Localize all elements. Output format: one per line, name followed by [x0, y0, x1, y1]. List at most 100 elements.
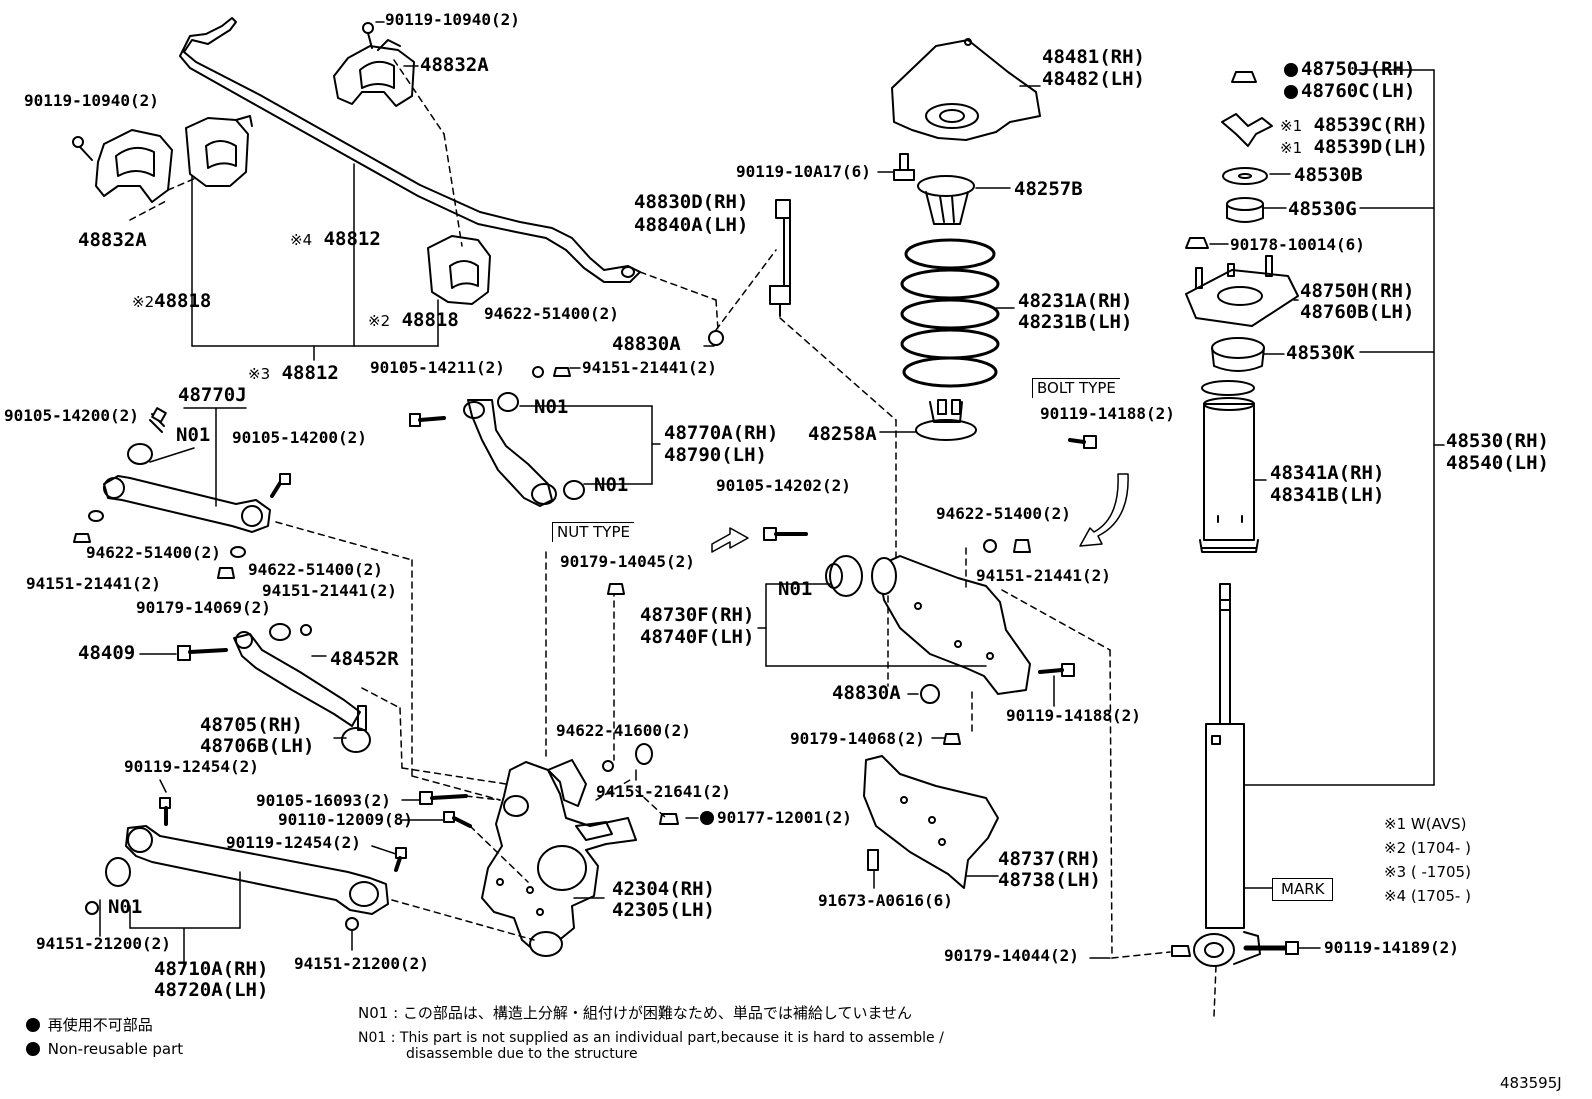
part-number: 48539D(LH): [1313, 136, 1428, 158]
part-label: 94622-41600(2): [556, 721, 691, 740]
part-label: 90178-10014(6): [1230, 235, 1365, 254]
part-label: 48341B(LH): [1270, 484, 1385, 506]
part-label: 90110-12009(8): [278, 810, 413, 829]
part-label: 48530(RH): [1446, 430, 1549, 452]
part-label: 48705(RH): [200, 714, 303, 736]
bolt-90119-10A17-drawing: [893, 153, 915, 181]
legend-text-jp: 再使用不可部品: [47, 1016, 153, 1034]
part-label: 90179-14045(2): [560, 552, 695, 571]
toe-link-leaders: [361, 687, 507, 785]
part-label: 48530B: [1294, 164, 1363, 186]
part-label: 48482(LH): [1042, 68, 1145, 90]
part-label: 48530G: [1288, 198, 1357, 220]
part-label: ※2 48818: [368, 311, 459, 330]
shock-brackets: [1243, 69, 1445, 889]
part-label: 90119-12454(2): [226, 833, 361, 852]
part-label: 94622-51400(2): [86, 543, 221, 562]
part-label: ※3 48812: [248, 364, 339, 383]
part-label: 94622-51400(2): [484, 304, 619, 323]
part-label: 48231B(LH): [1018, 311, 1133, 333]
part-label: 48832A: [420, 54, 489, 76]
part-label: 91673-A0616(6): [818, 891, 953, 910]
part-label: 94151-21441(2): [26, 574, 161, 593]
lower-arm-48730F-drawing: [607, 435, 1097, 745]
bolt-type-arrow: [1079, 473, 1129, 547]
part-label: ※1 48539C(RH): [1280, 116, 1428, 135]
part-label: 48258A: [808, 423, 877, 445]
knuckle-leaders: [275, 521, 667, 941]
part-label: 48770J: [178, 384, 247, 406]
variant-marker: ※3: [248, 365, 271, 383]
part-label: 90105-14200(2): [4, 406, 139, 425]
part-label: 48257B: [1014, 178, 1083, 200]
part-label: 48770A(RH): [664, 422, 779, 444]
diagram-id-code: 483595J: [1500, 1074, 1562, 1092]
upper-support-drawing: [891, 38, 1041, 141]
part-label: 48737(RH): [998, 848, 1101, 870]
part-label: 90105-14202(2): [716, 476, 851, 495]
lower-arm-48730F-leaders: [887, 419, 1217, 1017]
part-label: 48706B(LH): [200, 735, 315, 757]
stabilizer-link-drawing: [708, 199, 791, 346]
part-label: 90119-14188(2): [1040, 404, 1175, 423]
part-number: 48760C(LH): [1301, 80, 1416, 102]
knuckle-drawing: [419, 743, 679, 957]
part-label: 90119-14188(2): [1006, 706, 1141, 725]
stabilizer-brackets: [191, 163, 439, 361]
part-label: 90179-14069(2): [136, 598, 271, 617]
part-label: 48832A: [78, 229, 147, 251]
part-label: 48231A(RH): [1018, 290, 1133, 312]
variant-marker: ※2: [368, 312, 391, 330]
part-label: 94151-21200(2): [294, 954, 429, 973]
part-number: 48818: [154, 290, 212, 312]
part-label: 48738(LH): [998, 869, 1101, 891]
part-label: 48830A: [832, 682, 901, 704]
part-label: 90119-14189(2): [1324, 938, 1459, 957]
variant-marker: ※1: [1280, 139, 1303, 157]
legend-en: Non-reusable part: [26, 1040, 183, 1058]
variant-note: ※4 (1705- ): [1384, 887, 1471, 905]
part-label: 48760C(LH): [1284, 82, 1415, 101]
label-leaders: [99, 21, 1321, 959]
part-label: N01: [534, 396, 569, 418]
part-label: 94622-51400(2): [248, 560, 383, 579]
part-label: 94151-21641(2): [596, 782, 731, 801]
part-label: 48710A(RH): [154, 958, 269, 980]
lower-seat-drawing: [915, 399, 977, 441]
upper-arm-48770A-drawing: [409, 366, 585, 507]
part-label: 48481(RH): [1042, 46, 1145, 68]
nut-type-box: NUT TYPE: [552, 522, 634, 542]
variant-marker: ※4: [290, 231, 313, 249]
toe-link-drawing: [177, 623, 371, 753]
mark-box: MARK: [1272, 878, 1334, 901]
part-label: 90179-14044(2): [944, 946, 1079, 965]
part-label: 48730F(RH): [640, 604, 755, 626]
part-label: 42305(LH): [612, 899, 715, 921]
coil-spring-drawing: [900, 238, 1000, 388]
part-label: 42304(RH): [612, 878, 715, 900]
non-reusable-dot-icon: [26, 1042, 40, 1056]
part-label: 90105-16093(2): [256, 791, 391, 810]
part-label: 90119-10940(2): [24, 91, 159, 110]
part-label: 48830D(RH): [634, 191, 749, 213]
part-label: ※248818: [132, 292, 211, 311]
variant-note: ※2 (1704- ): [1384, 839, 1471, 857]
part-label: N01: [108, 896, 143, 918]
part-number: 48812: [281, 362, 339, 384]
part-label: 48740F(LH): [640, 626, 755, 648]
part-label: N01: [594, 474, 629, 496]
part-label: 94151-21200(2): [36, 934, 171, 953]
non-reusable-dot-icon: [26, 1018, 40, 1032]
part-label: 48760B(LH): [1300, 301, 1415, 323]
arm-48770J-drawing: [73, 407, 291, 579]
lower-arm-48710A-drawing: [85, 797, 407, 931]
n01-note-en-cont: disassemble due to the structure: [406, 1046, 638, 1062]
lower-arm-48730F-brackets: [757, 583, 987, 667]
variant-notes: ※1 W(AVS) ※2 (1704- ) ※3 ( -1705) ※4 (17…: [1384, 812, 1471, 908]
part-label: 90119-10A17(6): [736, 162, 871, 181]
lower-arm-brackets: [129, 871, 241, 967]
bracket-48832A-left-drawing: [72, 129, 173, 203]
upper-arm-brackets: [519, 405, 661, 485]
n01-note-en: N01 : This part is not supplied as an in…: [358, 1030, 944, 1046]
